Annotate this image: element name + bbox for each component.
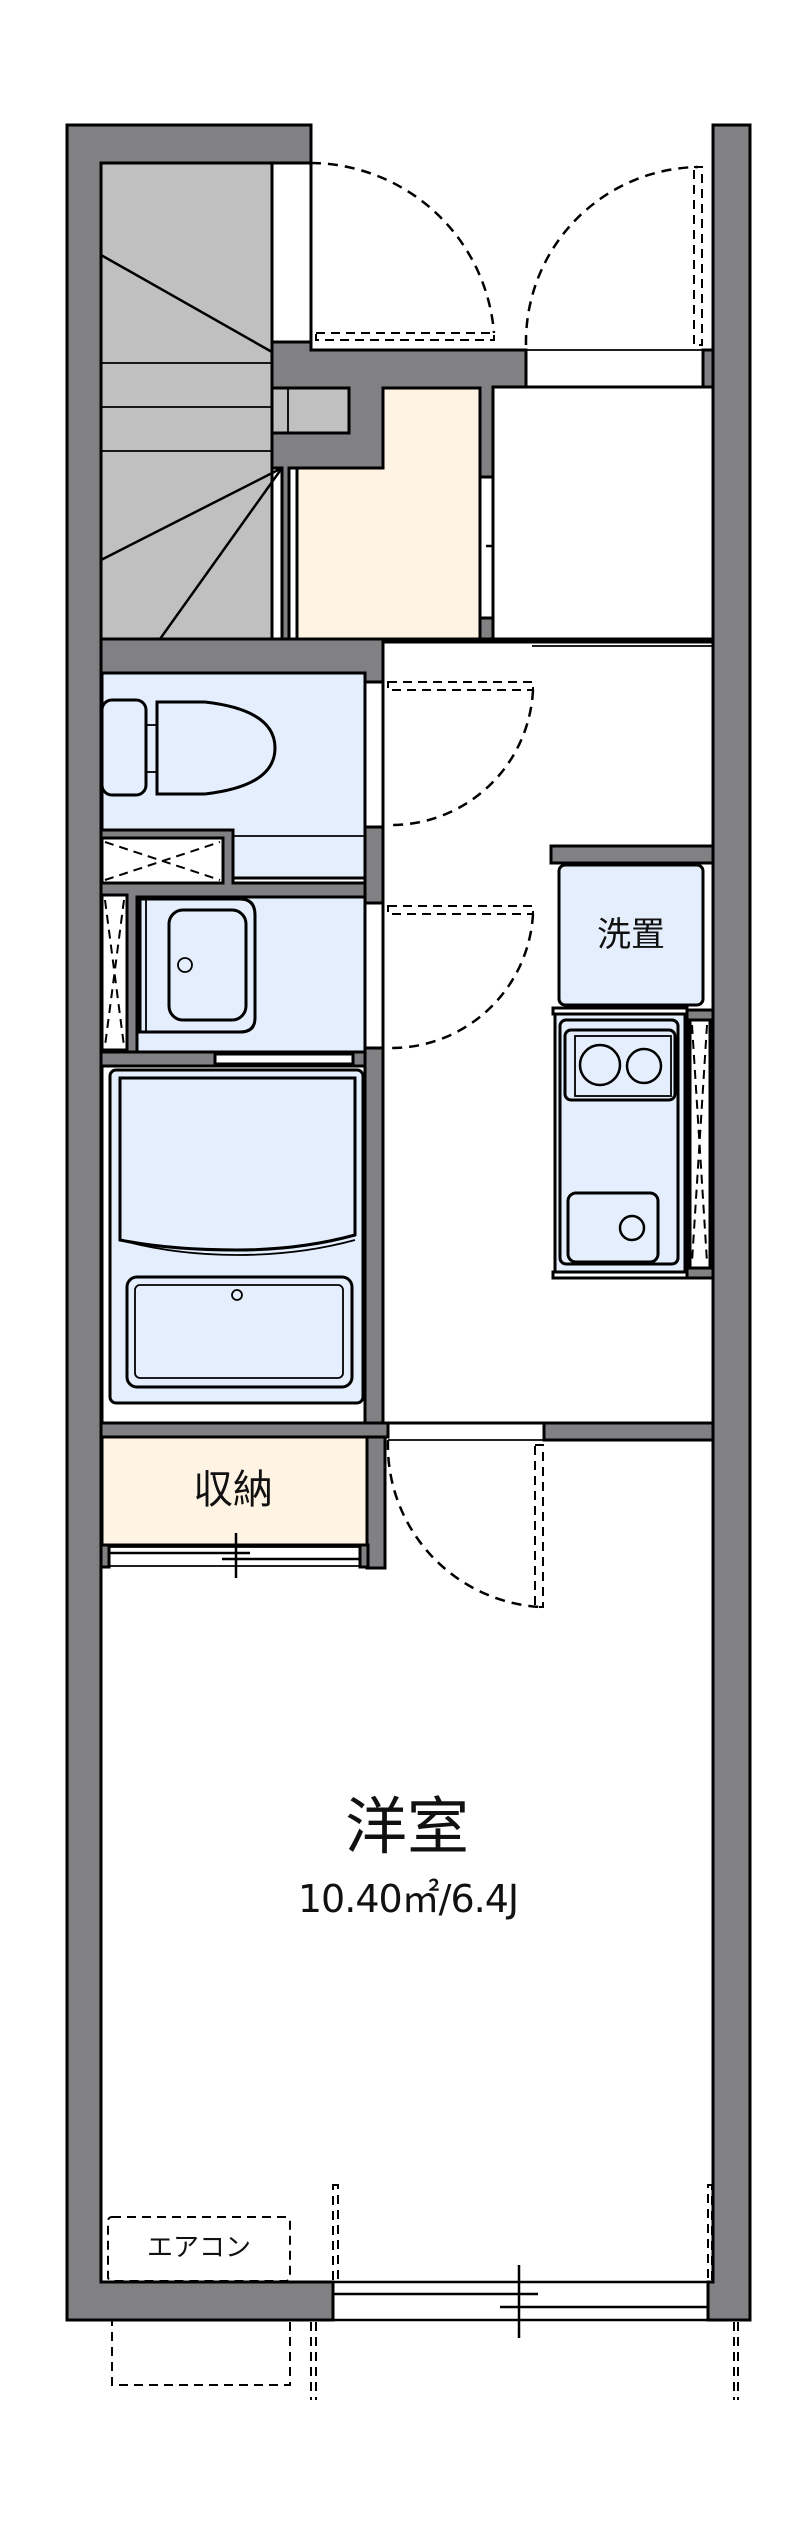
bath-bottom-wall bbox=[99, 1421, 390, 1439]
storage-sliding-door[interactable] bbox=[109, 1533, 360, 1578]
entry-niche bbox=[270, 161, 313, 345]
washroom bbox=[135, 895, 367, 1054]
toilet-room bbox=[100, 671, 367, 880]
aircon-label: エアコン bbox=[146, 2233, 252, 2263]
toilet-tank bbox=[100, 698, 148, 797]
washroom-door[interactable] bbox=[387, 905, 535, 1050]
balcony-window[interactable] bbox=[310, 2184, 739, 2400]
front-door-left[interactable] bbox=[309, 161, 496, 342]
staircase bbox=[99, 161, 351, 641]
air-conditioner bbox=[107, 2216, 291, 2386]
storage-label: 収納 bbox=[193, 1467, 273, 1513]
bath-partition bbox=[363, 1046, 385, 1442]
closet-jamb bbox=[478, 616, 495, 641]
front-door-right[interactable] bbox=[524, 165, 703, 346]
burner-1 bbox=[578, 1043, 622, 1087]
toilet-bowl bbox=[155, 700, 277, 796]
unit-bath bbox=[100, 1064, 367, 1425]
exterior-walls bbox=[65, 123, 752, 2322]
room-label: 洋室 bbox=[344, 1790, 470, 1863]
wash-partition bbox=[363, 825, 385, 905]
burner-2 bbox=[625, 1047, 663, 1085]
room-partition bbox=[542, 1421, 715, 1442]
kitchen-sink bbox=[566, 1191, 660, 1264]
room-door[interactable] bbox=[386, 1439, 544, 1609]
bath-top-wall bbox=[99, 1050, 217, 1068]
toilet-door[interactable] bbox=[387, 681, 535, 827]
storage bbox=[99, 1435, 387, 1570]
room-area: 10.40㎡/6.4J bbox=[297, 1877, 519, 1921]
bathtub bbox=[125, 1275, 354, 1389]
pipe-shaft bbox=[99, 828, 367, 1054]
kitchen bbox=[551, 1006, 715, 1280]
washer-space bbox=[549, 844, 715, 1007]
washer-space-label: 洗置 bbox=[597, 915, 665, 955]
entrance bbox=[491, 348, 715, 641]
western-room bbox=[102, 1568, 713, 2282]
